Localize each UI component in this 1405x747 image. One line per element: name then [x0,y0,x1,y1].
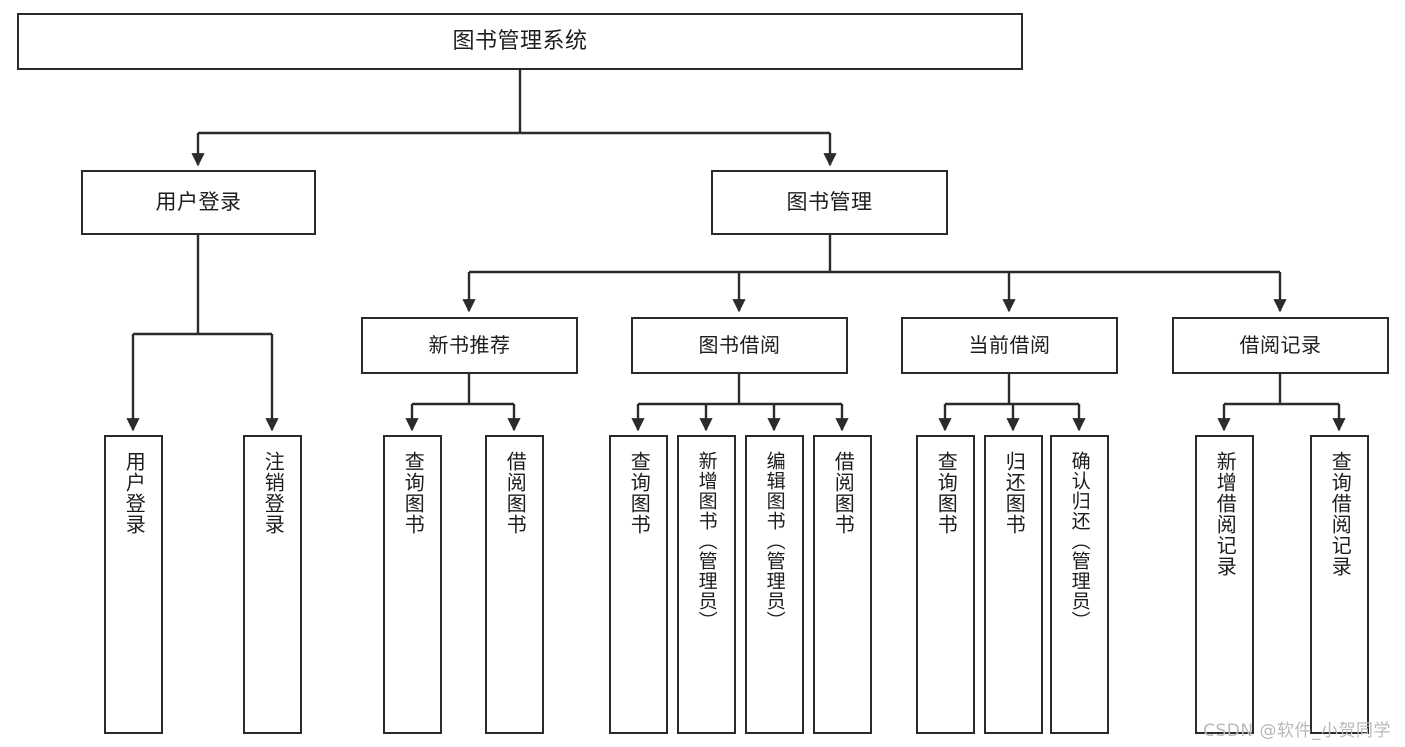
node-current-borrow[interactable]: 当前借阅 [901,317,1118,374]
node-leaf-query-book-2-label: 查询图书 [627,451,652,535]
node-book-management-label: 图书管理 [786,190,873,215]
node-leaf-logout-login[interactable]: 注销登录 [243,435,302,734]
node-leaf-borrow-book-2-label: 借阅图书 [831,451,856,535]
node-root-system[interactable]: 图书管理系统 [17,13,1023,70]
node-leaf-return-book[interactable]: 归还图书 [984,435,1043,734]
node-current-borrow-label: 当前借阅 [968,332,1051,357]
node-leaf-return-book-label: 归还图书 [1002,451,1027,535]
node-book-borrow[interactable]: 图书借阅 [631,317,848,374]
node-leaf-query-book-3-label: 查询图书 [934,451,959,535]
node-leaf-query-borrow-record-label: 查询借阅记录 [1328,451,1353,577]
node-leaf-user-login[interactable]: 用户登录 [104,435,163,734]
node-leaf-query-book-3[interactable]: 查询图书 [916,435,975,734]
node-leaf-query-book-2[interactable]: 查询图书 [609,435,668,734]
node-leaf-add-book[interactable]: 新增图书（管理员） [677,435,736,734]
node-leaf-query-book-1[interactable]: 查询图书 [383,435,442,734]
node-leaf-query-book-1-label: 查询图书 [401,451,426,535]
node-user-login-label: 用户登录 [155,190,242,215]
node-leaf-borrow-book-1-label: 借阅图书 [503,451,528,535]
node-leaf-add-book-label: 新增图书（管理员） [695,451,718,631]
node-leaf-edit-book[interactable]: 编辑图书（管理员） [745,435,804,734]
node-leaf-user-login-label: 用户登录 [122,451,147,535]
node-borrow-record-label: 借阅记录 [1239,332,1322,357]
node-leaf-borrow-book-2[interactable]: 借阅图书 [813,435,872,734]
node-leaf-confirm-return-label: 确认归还（管理员） [1068,451,1091,631]
node-leaf-edit-book-label: 编辑图书（管理员） [763,451,786,631]
node-user-login[interactable]: 用户登录 [81,170,316,235]
node-leaf-query-borrow-record[interactable]: 查询借阅记录 [1310,435,1369,734]
node-leaf-add-borrow-record[interactable]: 新增借阅记录 [1195,435,1254,734]
node-new-book-recommend[interactable]: 新书推荐 [361,317,578,374]
node-leaf-borrow-book-1[interactable]: 借阅图书 [485,435,544,734]
node-leaf-add-borrow-record-label: 新增借阅记录 [1213,451,1238,577]
node-leaf-confirm-return[interactable]: 确认归还（管理员） [1050,435,1109,734]
node-book-management[interactable]: 图书管理 [711,170,948,235]
node-book-borrow-label: 图书借阅 [698,332,781,357]
node-borrow-record[interactable]: 借阅记录 [1172,317,1389,374]
node-leaf-logout-login-label: 注销登录 [261,451,286,535]
node-new-book-recommend-label: 新书推荐 [428,332,511,357]
node-root-system-label: 图书管理系统 [452,28,588,54]
